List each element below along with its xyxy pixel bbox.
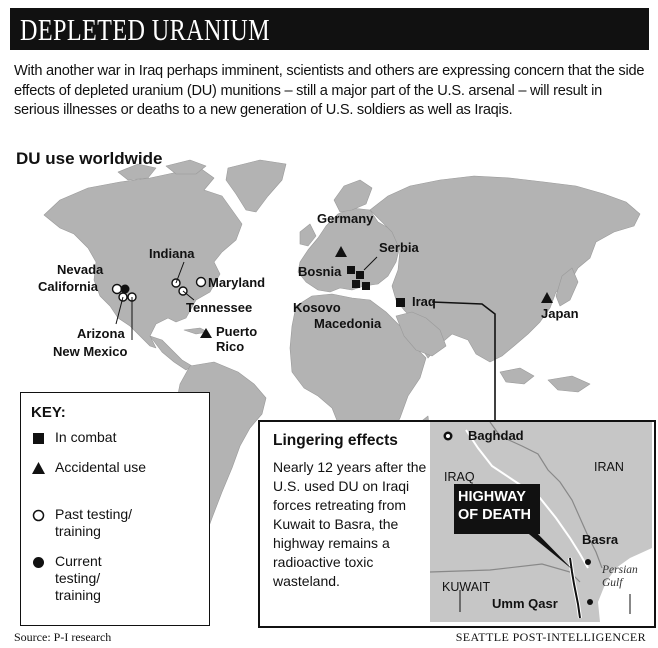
iraq-connector-line xyxy=(431,301,496,430)
inset-lingering-effects: Lingering effects Nearly 12 years after … xyxy=(258,420,656,628)
basra-marker xyxy=(585,559,591,565)
triangle-icon xyxy=(32,462,45,474)
intro-paragraph: With another war in Iraq perhaps imminen… xyxy=(14,63,645,118)
label-tennessee: Tennessee xyxy=(186,300,253,315)
marker-puerto-rico xyxy=(200,328,212,338)
marker-iraq xyxy=(396,298,405,307)
label-arizona: Arizona xyxy=(77,326,125,341)
source-credit: Source: P-I research xyxy=(14,630,112,644)
scandinavia xyxy=(333,179,373,213)
leader-arizona xyxy=(115,296,124,325)
label-baghdad: Baghdad xyxy=(468,428,524,443)
label-iraq-inset: IRAQ xyxy=(444,470,475,484)
section-label: DU use worldwide xyxy=(16,149,163,168)
label-japan: Japan xyxy=(541,306,579,321)
marker-japan xyxy=(541,292,553,303)
page-title: DEPLETED URANIUM xyxy=(20,12,271,47)
persian-gulf xyxy=(598,548,652,622)
label-bosnia: Bosnia xyxy=(298,264,342,279)
new-guinea xyxy=(547,375,591,393)
label-highway-of-death: HIGHWAY OF DEATH xyxy=(458,489,532,523)
highway-callout-box xyxy=(454,484,540,534)
europe xyxy=(297,207,401,293)
iraq-inset-map xyxy=(430,422,652,622)
label-persian-gulf: Persian Gulf xyxy=(602,564,638,589)
leader-tennessee xyxy=(182,290,195,301)
label-puerto-rico: Puerto Rico xyxy=(216,324,258,354)
arctic-islands-2 xyxy=(165,159,207,175)
label-germany: Germany xyxy=(317,211,374,226)
marker-bosnia xyxy=(347,266,355,274)
marker-macedonia xyxy=(362,282,370,290)
filled-circle-icon xyxy=(33,557,44,568)
label-macedonia: Macedonia xyxy=(314,316,382,331)
label-maryland: Maryland xyxy=(208,275,266,290)
open-circle-icon xyxy=(32,509,45,522)
inset-text: Nearly 12 years after the U.S. used DU o… xyxy=(273,459,427,589)
marker-serbia xyxy=(356,271,364,279)
label-iran: IRAN xyxy=(594,460,624,474)
inset-title: Lingering effects xyxy=(273,432,398,449)
marker-germany xyxy=(335,246,347,257)
key-title: KEY: xyxy=(31,404,66,421)
filled-square-icon xyxy=(33,433,44,444)
marker-california xyxy=(120,284,130,294)
japan-islands xyxy=(555,267,579,307)
umm-qasr-marker xyxy=(587,599,593,605)
north-america-landmass xyxy=(43,167,243,349)
british-isles xyxy=(299,223,317,247)
map-markers xyxy=(111,246,553,340)
marker-kosovo xyxy=(352,280,360,288)
marker-nevada xyxy=(111,283,123,295)
label-kosovo: Kosovo xyxy=(293,300,341,315)
highway-callout-pointer xyxy=(524,530,573,570)
iraq-iran-border xyxy=(489,422,603,569)
label-serbia: Serbia xyxy=(379,240,419,255)
arabian-peninsula xyxy=(395,311,447,357)
central-america xyxy=(149,335,193,371)
map-key: KEY: In combat Accidental use Past testi… xyxy=(20,392,210,626)
label-new-mexico: New Mexico xyxy=(53,344,128,359)
southeast-asia-islands xyxy=(499,367,535,385)
leader-indiana xyxy=(175,261,185,284)
label-nevada: Nevada xyxy=(57,262,104,277)
leader-serbia xyxy=(363,256,378,271)
label-indiana: Indiana xyxy=(149,246,195,261)
header-bar: DEPLETED URANIUM xyxy=(10,8,649,50)
label-basra: Basra xyxy=(582,532,619,547)
label-umm-qasr: Umm Qasr xyxy=(492,596,558,611)
label-kuwait: KUWAIT xyxy=(442,580,491,594)
highway-road-core xyxy=(569,557,581,619)
greenland xyxy=(225,159,287,213)
marker-maryland xyxy=(195,276,207,288)
publisher-credit: SEATTLE POST-INTELLIGENCER xyxy=(455,630,646,644)
label-iraq: Iraq xyxy=(412,294,436,309)
label-california: California xyxy=(38,279,98,294)
arctic-islands xyxy=(117,163,157,181)
